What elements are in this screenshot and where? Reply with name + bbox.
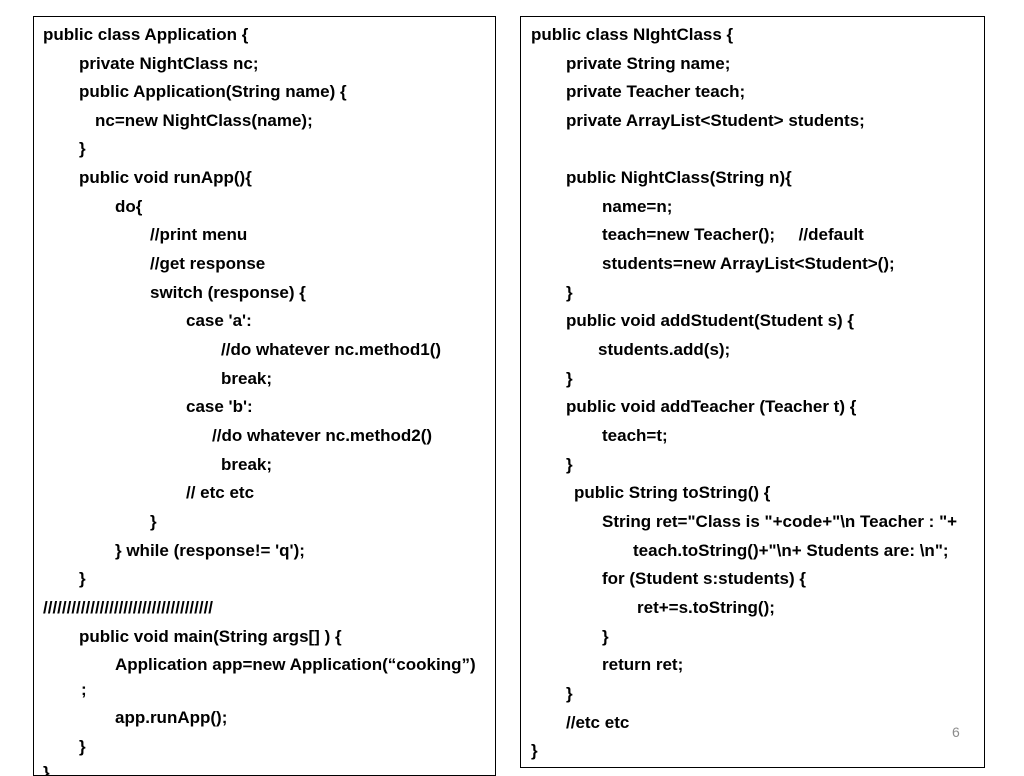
code-line: private ArrayList<Student> students; bbox=[566, 111, 865, 130]
code-line: ret+=s.toString(); bbox=[637, 598, 775, 617]
code-line: do{ bbox=[115, 197, 143, 216]
code-line: private NightClass nc; bbox=[79, 54, 259, 73]
slide-page-number: 6 bbox=[952, 724, 960, 740]
code-line: } bbox=[566, 369, 573, 388]
code-line: public void addStudent(Student s) { bbox=[566, 311, 855, 330]
code-line: switch (response) { bbox=[150, 283, 306, 302]
code-line: public Application(String name) { bbox=[79, 82, 347, 101]
code-line: students=new ArrayList<Student>(); bbox=[602, 254, 895, 273]
code-line: teach=t; bbox=[602, 426, 668, 445]
code-line: //do whatever nc.method1() bbox=[221, 340, 442, 359]
code-line: nc=new NightClass(name); bbox=[95, 111, 313, 130]
code-line: } bbox=[531, 741, 538, 760]
code-line: break; bbox=[221, 455, 273, 474]
code-line: } bbox=[43, 763, 50, 776]
code-line: //get response bbox=[150, 254, 266, 273]
code-line: //////////////////////////////////// bbox=[43, 598, 214, 617]
code-line: for (Student s:students) { bbox=[602, 569, 806, 588]
code-line: String ret="Class is "+code+"\n Teacher … bbox=[602, 512, 958, 531]
code-line: } bbox=[150, 512, 157, 531]
code-line: } bbox=[79, 569, 86, 588]
code-line: // etc etc bbox=[186, 483, 255, 502]
code-line: students.add(s); bbox=[598, 340, 731, 359]
code-line: case 'b': bbox=[186, 397, 253, 416]
code-line: } bbox=[566, 455, 573, 474]
code-line: public class NIghtClass { bbox=[531, 25, 734, 44]
code-line: teach.toString()+"\n+ Students are: \n"; bbox=[633, 541, 949, 560]
code-line: app.runApp(); bbox=[115, 708, 228, 727]
right-code-panel: public class NIghtClass { private String… bbox=[520, 16, 985, 768]
code-line: } bbox=[79, 737, 86, 756]
code-line: } bbox=[566, 684, 573, 703]
code-line: ; bbox=[81, 680, 87, 699]
code-line: private String name; bbox=[566, 54, 731, 73]
code-line: } while (response!= 'q'); bbox=[115, 541, 305, 560]
code-line: public NightClass(String n){ bbox=[566, 168, 792, 187]
code-line: case 'a': bbox=[186, 311, 252, 330]
code-line: public void main(String args[] ) { bbox=[79, 627, 342, 646]
left-code-panel: public class Application { private Night… bbox=[33, 16, 496, 776]
code-line: public class Application { bbox=[43, 25, 249, 44]
code-line: teach=new Teacher(); //default bbox=[602, 225, 864, 244]
code-line: //print menu bbox=[150, 225, 248, 244]
code-line: break; bbox=[221, 369, 273, 388]
code-line: //do whatever nc.method2() bbox=[212, 426, 433, 445]
code-line: private Teacher teach; bbox=[566, 82, 746, 101]
code-line: public String toString() { bbox=[574, 483, 771, 502]
code-line: } bbox=[566, 283, 573, 302]
code-line: public void runApp(){ bbox=[79, 168, 252, 187]
code-line: name=n; bbox=[602, 197, 673, 216]
code-line: return ret; bbox=[602, 655, 684, 674]
code-line: Application app=new Application(“cooking… bbox=[115, 655, 476, 674]
code-line: } bbox=[79, 139, 86, 158]
code-line: //etc etc bbox=[566, 713, 630, 732]
code-line: } bbox=[602, 627, 609, 646]
code-line: public void addTeacher (Teacher t) { bbox=[566, 397, 857, 416]
